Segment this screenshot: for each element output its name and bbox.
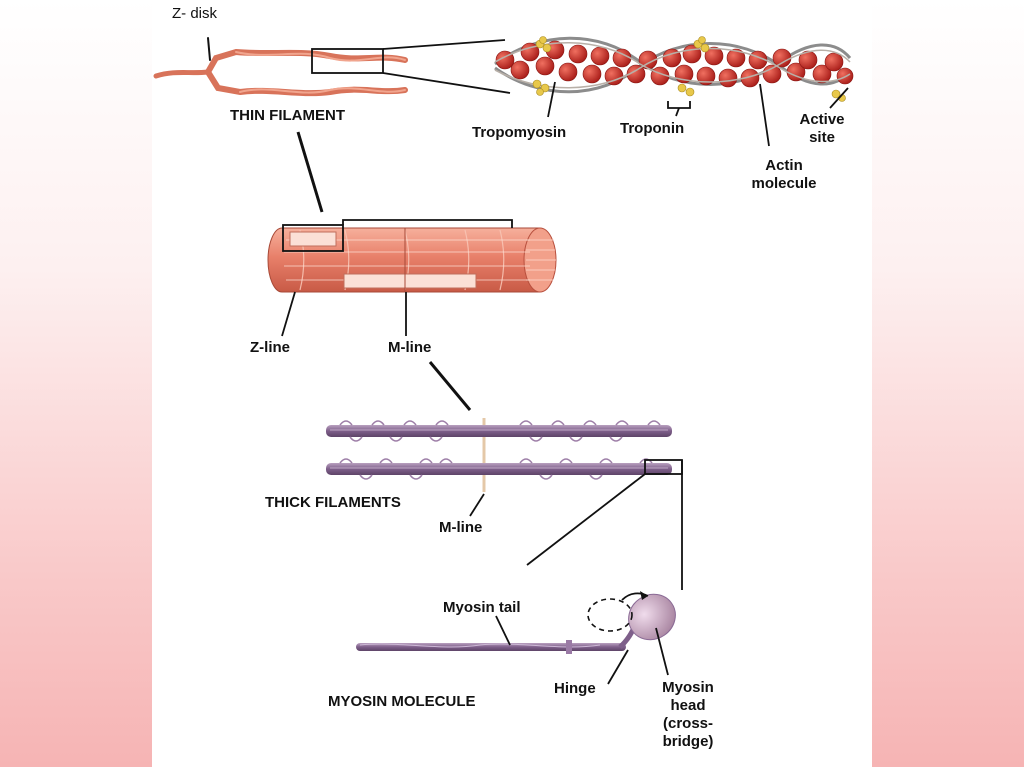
hinge-label: Hinge — [554, 680, 596, 697]
active-site-label-line1: Active — [799, 111, 845, 128]
myofibril-zoom-box — [282, 224, 344, 252]
myosin-head-label-line4: bridge) — [662, 733, 714, 750]
connector-thin-to-myofibril — [296, 131, 324, 213]
troponin-label: Troponin — [620, 120, 685, 137]
myosin-head-label-line1: Myosin — [662, 679, 714, 696]
zoom-lines-top — [382, 39, 511, 94]
myosin-head-label-line2: head — [670, 697, 706, 714]
tropomyosin-strands — [494, 42, 851, 89]
thin-filament-label: THIN FILAMENT — [230, 107, 345, 124]
z-disk-label: Z- disk — [172, 5, 217, 22]
diagram-panel — [152, 0, 872, 767]
actin-label-line1: Actin — [765, 157, 803, 174]
m-line-label-top: M-line — [388, 339, 432, 356]
zoom-lines-bottom — [526, 460, 683, 590]
z-line-label: Z-line — [250, 339, 290, 356]
pointer-m-line-bottom — [469, 493, 485, 517]
thick-filaments — [326, 418, 672, 492]
pointer-lines-top — [547, 81, 849, 147]
myosin-molecule-label: MYOSIN MOLECULE — [328, 693, 476, 710]
active-site-label-line2: site — [809, 129, 835, 146]
actin-helix — [494, 36, 852, 94]
actin-label-line2: molecule — [751, 175, 817, 192]
m-line-label-bottom: M-line — [439, 519, 483, 536]
connector-to-thick — [428, 361, 472, 411]
pointer-lines-mid — [281, 291, 407, 337]
tropomyosin-label: Tropomyosin — [472, 124, 567, 141]
myosin-head-label-line3: (cross- — [662, 715, 714, 732]
myosin-molecule — [356, 591, 676, 654]
myofibril — [267, 227, 557, 293]
thick-filaments-label: THICK FILAMENTS — [265, 494, 401, 511]
sarcomere-bracket — [342, 219, 513, 228]
pointer-lines-bottom — [495, 615, 669, 685]
thin-filament-zoom-box — [311, 48, 384, 74]
myosin-tail-label: Myosin tail — [443, 599, 521, 616]
thin-filament-strands — [153, 37, 408, 97]
